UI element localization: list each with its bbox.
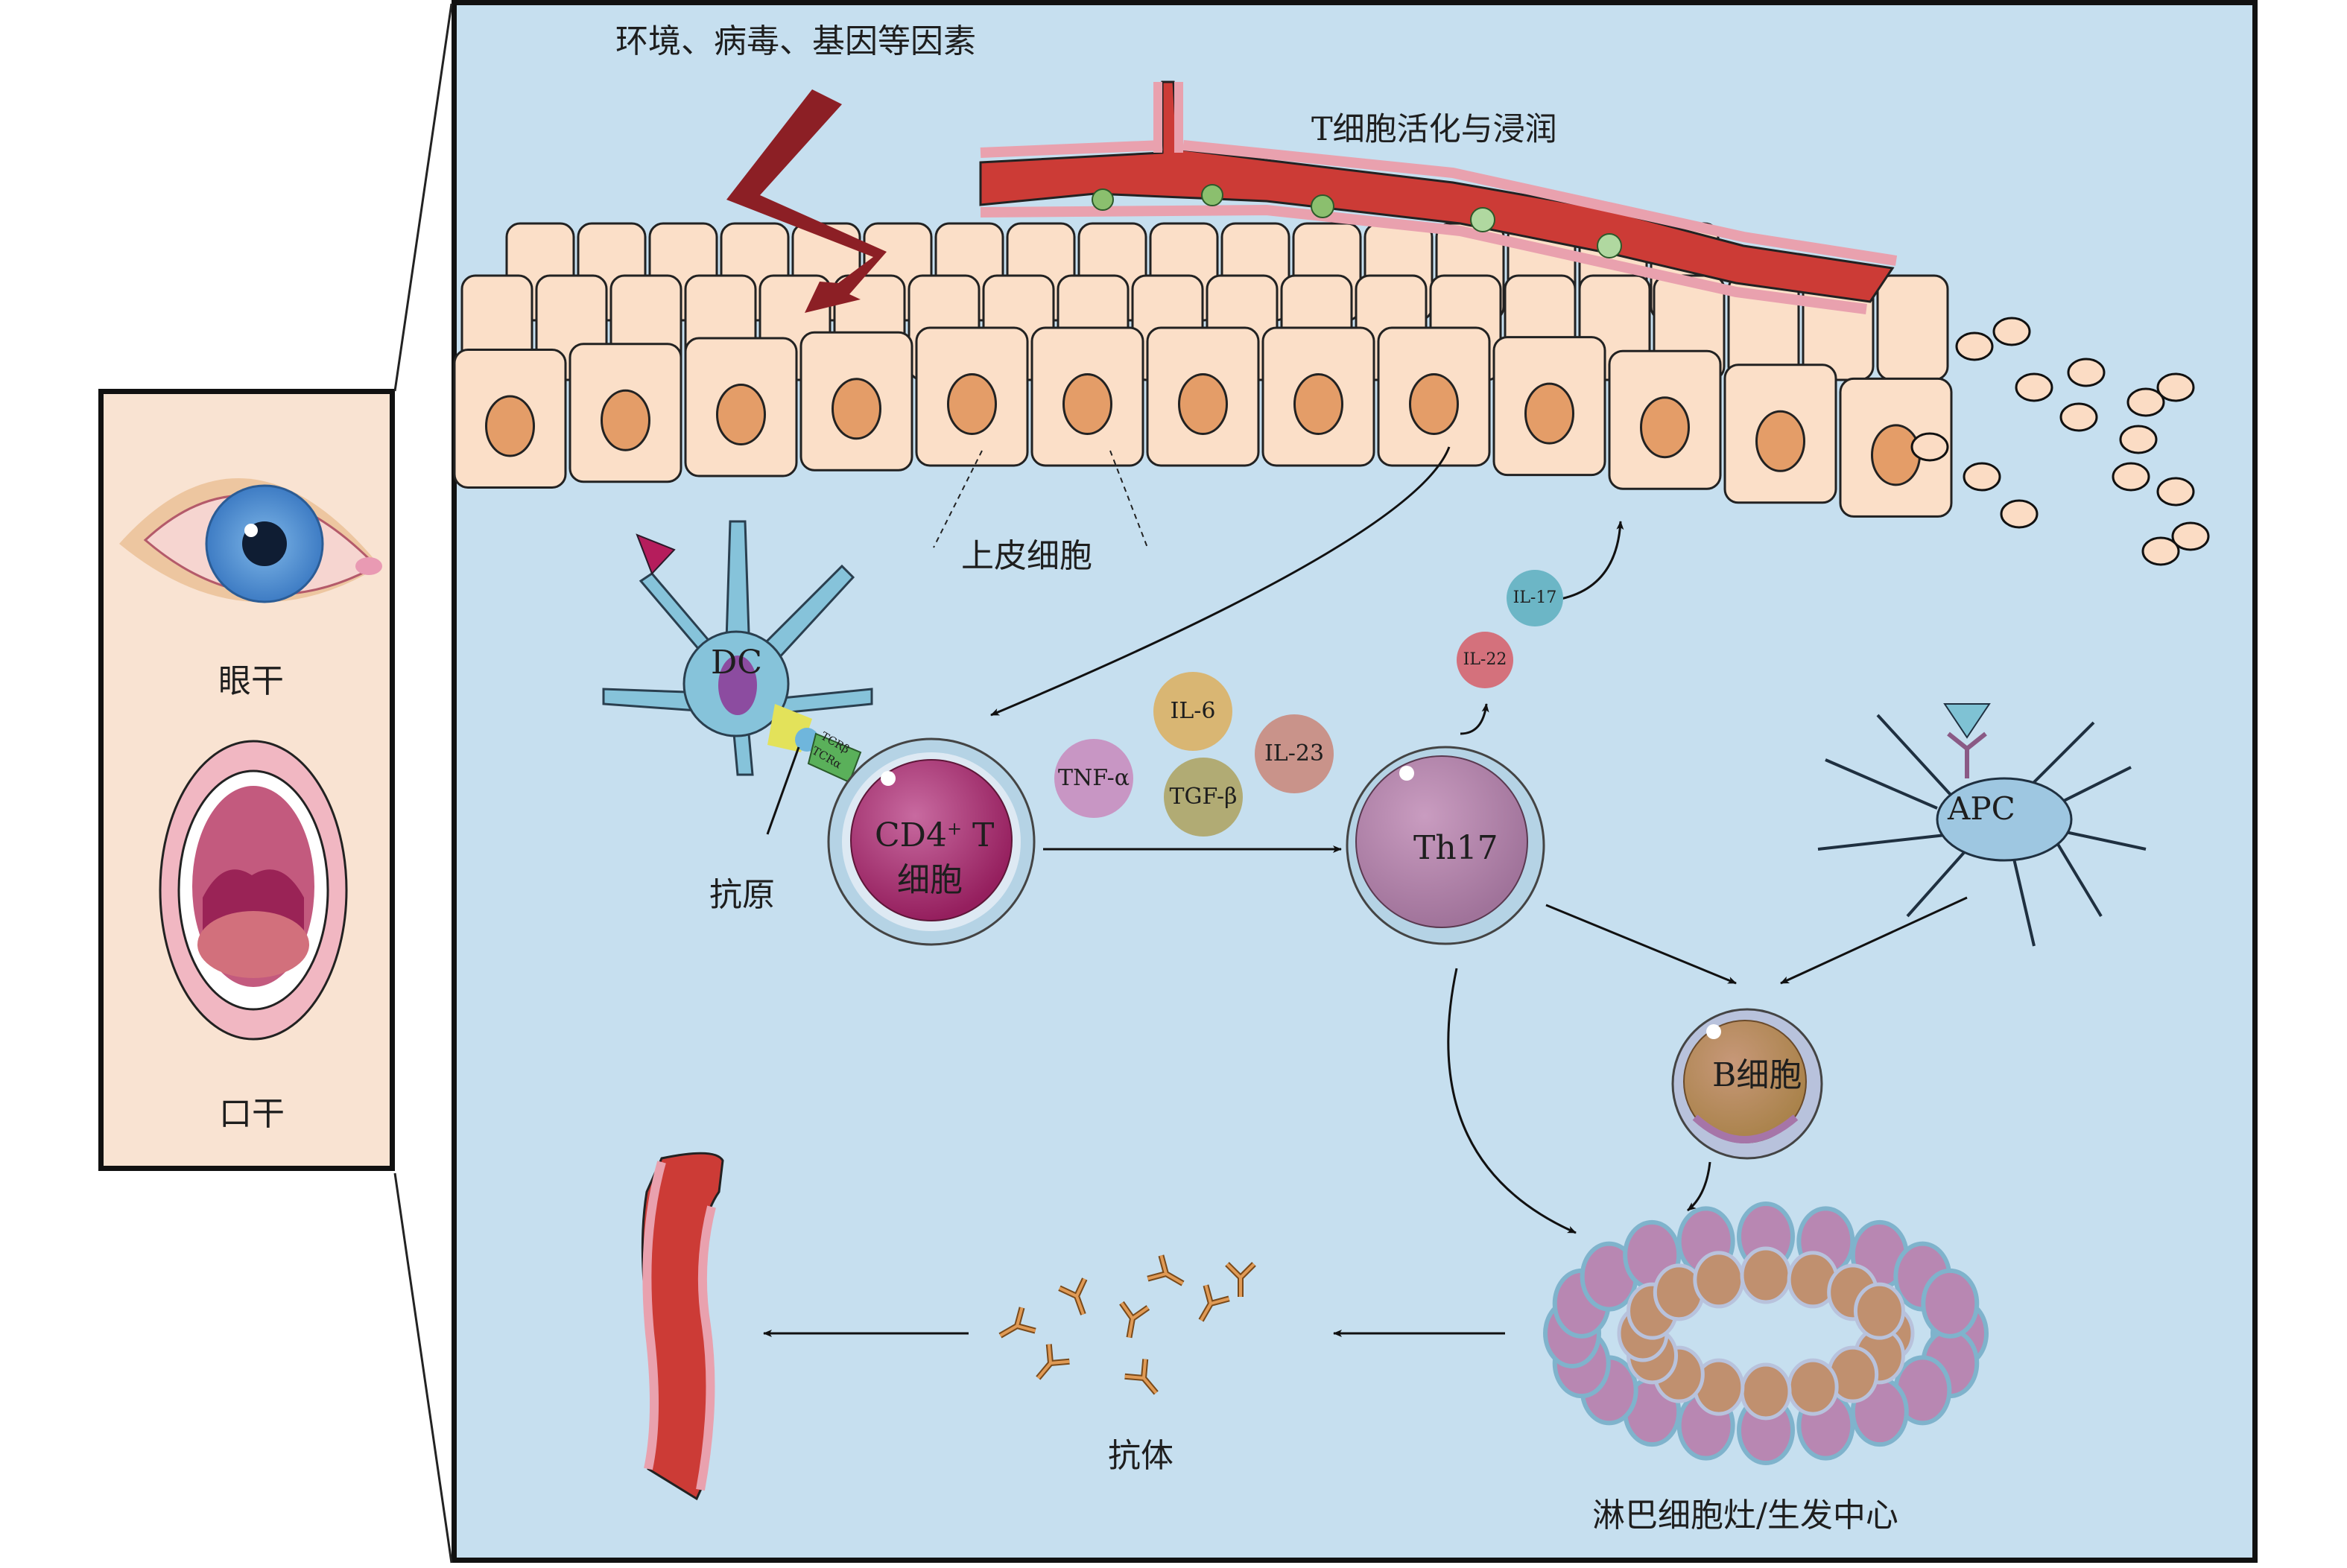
antibody-icon bbox=[1147, 1254, 1185, 1286]
cytokine-label: IL-22 bbox=[1463, 650, 1507, 669]
antibody-label: 抗体 bbox=[1108, 1437, 1174, 1475]
dry-eye-label: 眼干 bbox=[218, 662, 284, 700]
debris-fragment bbox=[2112, 462, 2150, 492]
cell-nucleus bbox=[485, 395, 535, 457]
debris-fragment bbox=[2067, 358, 2106, 387]
arrow-th17-to-cluster bbox=[1447, 968, 1577, 1234]
debris-fragment bbox=[1992, 317, 2031, 346]
epithelial-cells-label: 上皮细胞 bbox=[961, 537, 1092, 575]
arrow-bcell-to-cluster bbox=[1687, 1161, 1711, 1212]
cell-nucleus bbox=[1409, 373, 1459, 435]
cell-nucleus bbox=[1640, 396, 1690, 459]
antibody-group bbox=[998, 1254, 1256, 1395]
antibody-icon bbox=[1225, 1262, 1256, 1297]
debris-fragment bbox=[2141, 536, 2180, 566]
lightning-bolt-icon bbox=[726, 89, 887, 313]
lymph-focus-label: 淋巴细胞灶/生发中心 bbox=[1592, 1496, 1898, 1534]
cell-nucleus bbox=[1062, 373, 1112, 435]
t-lymphocyte bbox=[1921, 1268, 1980, 1339]
cytokine-tnf- bbox=[1054, 739, 1133, 818]
cytokine-tgf- bbox=[1164, 758, 1243, 837]
t-cell-activation-label: T细胞活化与浸润 bbox=[1311, 111, 1557, 148]
blood-vessel-top bbox=[979, 80, 1898, 314]
arrow-th17-to-il22 bbox=[1460, 703, 1489, 735]
cell-nucleus bbox=[1871, 424, 1921, 486]
cell-nucleus bbox=[716, 384, 766, 445]
cd4-cell-word: 细胞 bbox=[897, 861, 963, 899]
cytokine-group bbox=[1054, 570, 1563, 837]
cell-nucleus bbox=[1293, 373, 1343, 435]
antibody-icon bbox=[998, 1307, 1036, 1339]
zoom-connector-bottom bbox=[393, 1172, 453, 1564]
antigen-presenting-cell bbox=[1817, 703, 2147, 947]
cytokine-label: TNF-α bbox=[1057, 765, 1130, 791]
th17-cell bbox=[1346, 746, 1545, 945]
cytokine-label: IL-6 bbox=[1170, 698, 1216, 724]
debris-fragment bbox=[2156, 477, 2195, 507]
cytokine-label: IL-23 bbox=[1264, 740, 1325, 766]
debris-fragment bbox=[1910, 432, 1949, 462]
arrow-apc-to-bcell bbox=[1780, 896, 1968, 985]
trigger-factors-label: 环境、病毒、基因等因素 bbox=[615, 22, 976, 60]
b-lymphocyte bbox=[1853, 1282, 1905, 1340]
antibody-icon bbox=[1124, 1359, 1159, 1395]
cell-nucleus bbox=[1755, 410, 1805, 472]
b-cell bbox=[1671, 1008, 1823, 1160]
debris-fragment bbox=[2059, 402, 2098, 432]
debris-fragment bbox=[2156, 372, 2195, 402]
b-lymphocyte bbox=[1740, 1246, 1792, 1304]
b-cell-label: B细胞 bbox=[1712, 1056, 1802, 1094]
debris-fragment bbox=[2015, 372, 2053, 402]
debris-fragment bbox=[1963, 462, 2001, 492]
dc-label: DC bbox=[711, 644, 762, 682]
arrow-il17-to-epithelium bbox=[1556, 521, 1624, 601]
debris-fragment bbox=[2126, 387, 2165, 417]
antigen-label: 抗原 bbox=[709, 876, 775, 914]
cell-nucleus bbox=[1524, 382, 1574, 445]
cell-debris bbox=[1910, 317, 2210, 566]
cytokine-il-6 bbox=[1153, 672, 1232, 751]
debris-fragment bbox=[2171, 521, 2210, 551]
cell-nucleus bbox=[1178, 373, 1228, 435]
dry-mouth-label: 口干 bbox=[219, 1095, 285, 1133]
b-lymphocyte bbox=[1693, 1251, 1745, 1309]
lymphocyte-cluster bbox=[1543, 1202, 1989, 1465]
arrow-th17-to-bcell bbox=[1545, 904, 1737, 985]
cytokine-il-22 bbox=[1457, 632, 1513, 688]
cell-nucleus bbox=[947, 373, 997, 435]
cd4-t-cell bbox=[827, 737, 1036, 946]
antibody-icon bbox=[1058, 1277, 1088, 1315]
cell-nucleus bbox=[601, 389, 650, 451]
debris-fragment bbox=[2119, 425, 2158, 454]
cytokine-label: TGF-β bbox=[1169, 784, 1238, 810]
cytokine-label: IL-17 bbox=[1513, 588, 1557, 607]
zoom-connector-top bbox=[393, 3, 453, 392]
b-lymphocyte bbox=[1740, 1362, 1792, 1421]
epithelial-cell bbox=[1876, 274, 1949, 381]
debris-fragment bbox=[2000, 499, 2039, 529]
arrow-epithelium-to-cd4 bbox=[990, 446, 1451, 717]
antibody-icon bbox=[1198, 1284, 1230, 1322]
th17-label: Th17 bbox=[1413, 829, 1498, 867]
antibody-icon bbox=[1119, 1301, 1150, 1339]
dry-mouth-illustration bbox=[159, 740, 348, 1041]
apc-label: APC bbox=[1948, 790, 2015, 827]
debris-fragment bbox=[1955, 331, 1994, 361]
dry-eye-illustration bbox=[119, 477, 382, 603]
dendritic-cell bbox=[602, 520, 873, 835]
blood-vessel-bottom bbox=[641, 1152, 724, 1501]
epithelial-layer bbox=[453, 222, 1953, 518]
flow-arrows bbox=[763, 446, 1968, 1337]
cell-nucleus bbox=[832, 378, 881, 440]
cytokine-il-17 bbox=[1507, 570, 1563, 626]
b-lymphocyte bbox=[1787, 1358, 1839, 1416]
antibody-icon bbox=[1036, 1344, 1070, 1380]
cytokine-il-23 bbox=[1255, 714, 1334, 793]
cd4-label: CD4+ T bbox=[875, 816, 995, 854]
